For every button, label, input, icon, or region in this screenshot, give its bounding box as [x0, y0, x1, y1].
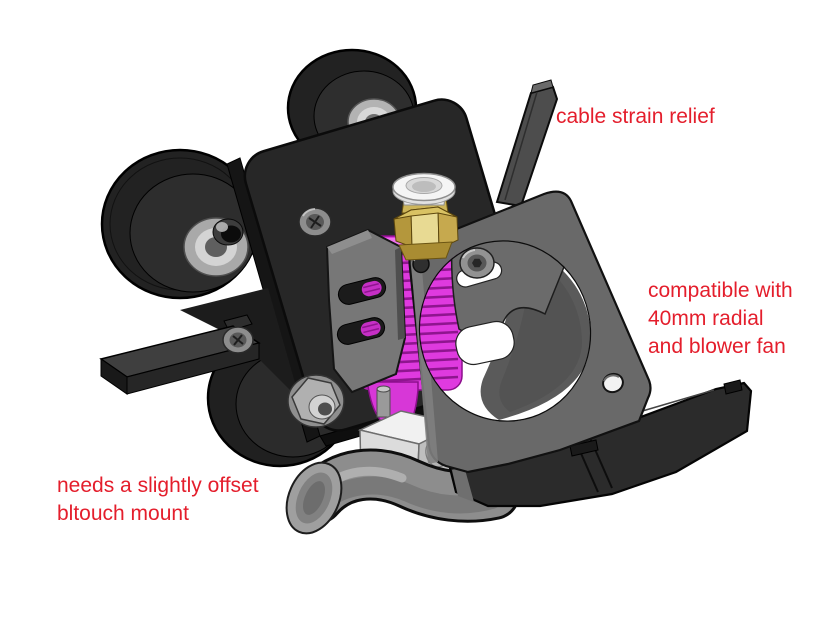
strain-relief-arm: [495, 79, 559, 208]
v-wheel-left: [100, 148, 260, 300]
fan-opening: [401, 231, 593, 438]
eccentric-nut: [287, 374, 345, 428]
annotation-line: bltouch mount: [57, 502, 189, 525]
annotation-line: and blower fan: [648, 335, 786, 358]
duct-wall-edge: [452, 466, 474, 502]
plate-screw-lower: [222, 326, 254, 354]
annotation-cable-strain-relief: cable strain relief: [556, 103, 715, 131]
plate-countersunk-hole: [212, 218, 244, 246]
duct-tip-clip: [723, 379, 743, 395]
ptfe-coupler: [392, 172, 456, 206]
bracket-slot-lower: [336, 317, 386, 345]
duct-latch: [569, 439, 599, 457]
annotation-line: 40mm radial: [648, 307, 764, 330]
annotation-fan-compatibility: compatible with 40mm radial and blower f…: [648, 277, 793, 361]
fan-plate-screw-hole: [602, 372, 624, 394]
bracket-slot-upper: [337, 277, 387, 305]
plate-screw-upper: [298, 207, 332, 237]
mounting-foot: [99, 314, 261, 395]
annotation-line: cable strain relief: [556, 105, 715, 128]
annotation-line: compatible with: [648, 279, 793, 302]
tube-end-cap: [285, 461, 343, 535]
mounting-bracket: [325, 228, 407, 394]
annotation-line: needs a slightly offset: [57, 474, 259, 497]
clamp-screw: [459, 247, 495, 279]
clamp-cutout: [455, 320, 515, 366]
annotation-bltouch-note: needs a slightly offset bltouch mount: [57, 472, 259, 528]
blower-duct: [448, 379, 753, 508]
